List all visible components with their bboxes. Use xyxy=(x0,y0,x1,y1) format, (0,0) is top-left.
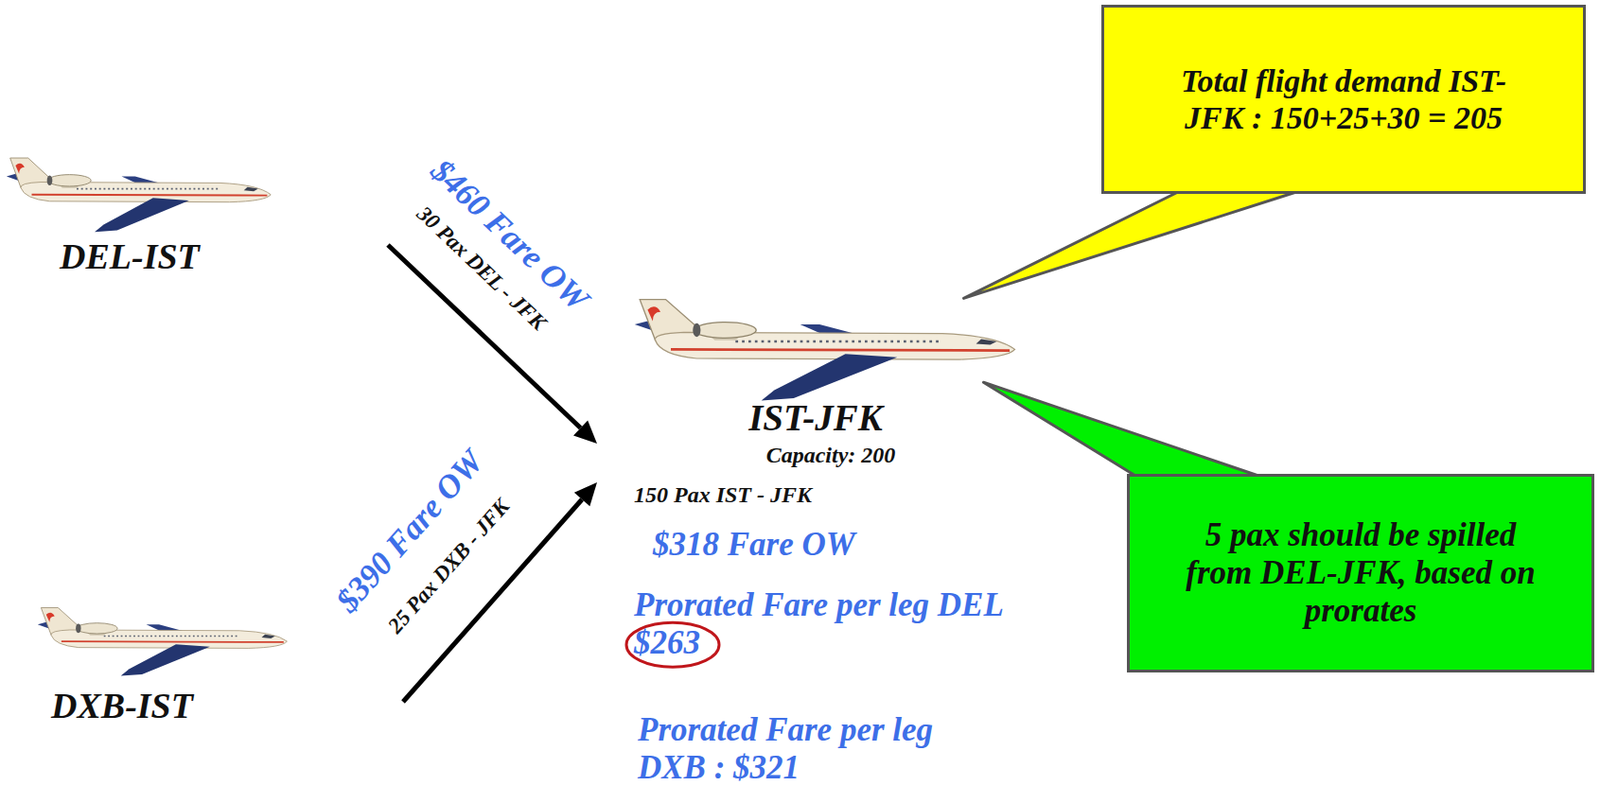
flight-label: DXB-IST xyxy=(51,685,194,728)
demand-callout: Total flight demand IST-JFK : 150+25+30 … xyxy=(1101,4,1586,194)
airplane-illustration xyxy=(4,151,275,235)
spill-callout: 5 pax should be spilled from DEL-JFK, ba… xyxy=(1126,474,1595,673)
flight-label: IST-JFK xyxy=(748,397,883,440)
airplane-illustration xyxy=(35,601,291,679)
airplane-illustration xyxy=(632,290,1020,405)
capacity-label: Capacity: 200 xyxy=(766,442,897,470)
pax-label: 150 Pax IST - JFK xyxy=(633,482,812,510)
callout-text: Total flight demand IST-JFK : 150+25+30 … xyxy=(1160,62,1527,137)
fare-label: $318 Fare OW xyxy=(652,526,856,564)
prorate-label: Prorated Fare per leg DEL $263 xyxy=(633,586,1013,664)
callout-tail xyxy=(964,192,1297,299)
flight-label: DEL-IST xyxy=(59,236,200,279)
callout-tail xyxy=(983,382,1259,476)
flight-node: IST-JFKCapacity: 200 150 Pax IST - JFK $31… xyxy=(597,283,1033,800)
callout-text: 5 pax should be spilled from DEL-JFK, ba… xyxy=(1172,516,1549,632)
flight-node: DEL-IST xyxy=(4,141,388,284)
prorate-label: Prorated Fare per leg DXB : $321 xyxy=(637,711,941,789)
highlight-ellipse xyxy=(626,622,720,668)
